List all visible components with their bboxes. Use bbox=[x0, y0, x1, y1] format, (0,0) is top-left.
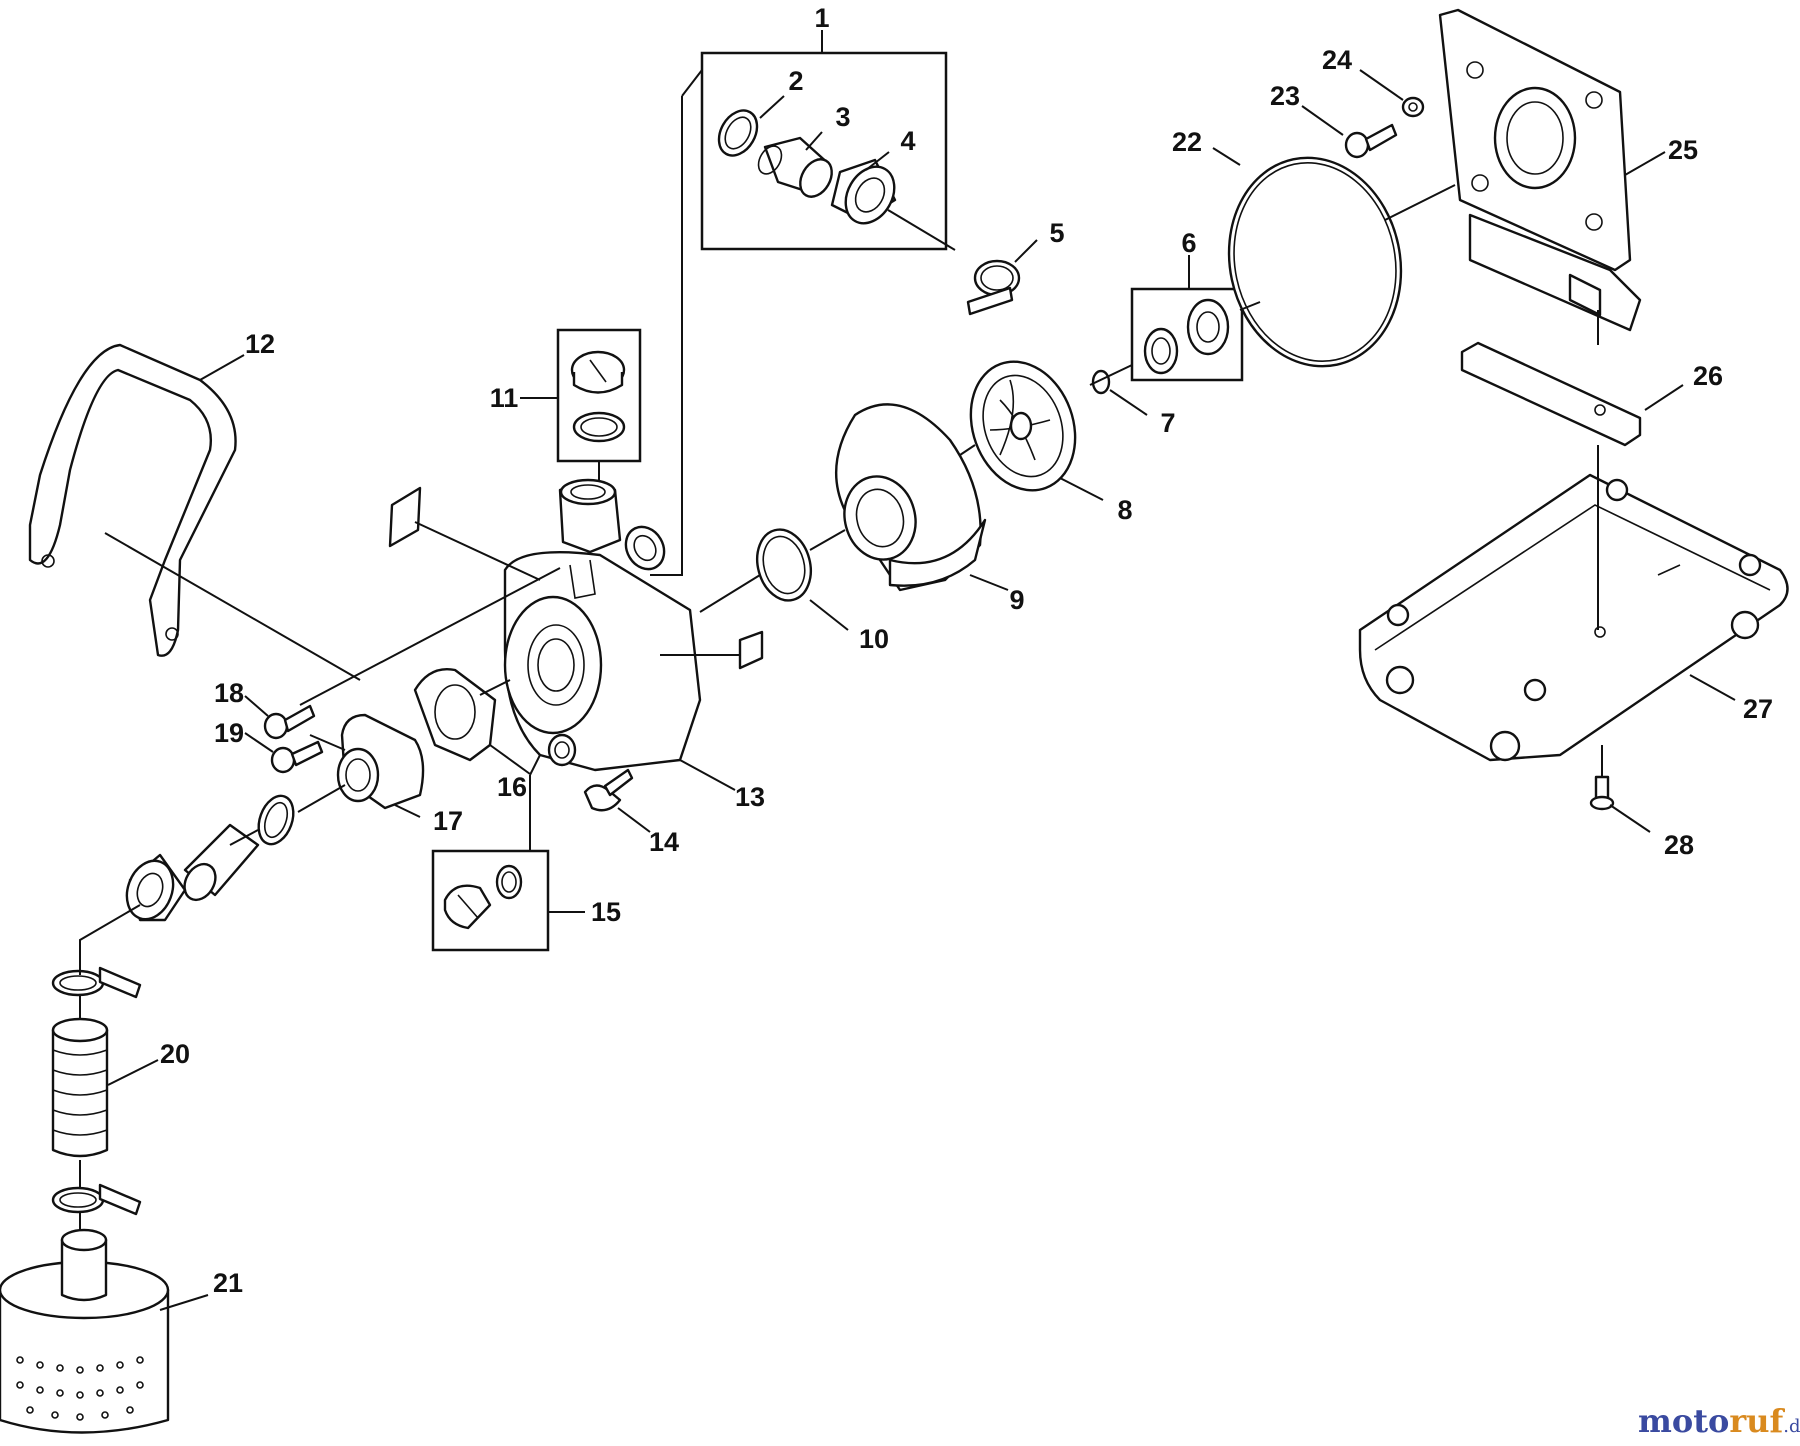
label-21: 21 bbox=[213, 1268, 243, 1298]
label-1: 1 bbox=[814, 3, 829, 33]
part-26-plate bbox=[1460, 341, 1642, 447]
watermark-suffix: .de bbox=[1783, 1416, 1800, 1437]
part-5-hose-clamp bbox=[966, 259, 1021, 316]
part-number-labels: 1 2 3 4 5 6 7 8 9 10 11 12 13 14 15 16 1… bbox=[160, 3, 1773, 1298]
part-12-carry-handle bbox=[28, 343, 237, 657]
label-22: 22 bbox=[1172, 127, 1202, 157]
watermark: motoruf.de bbox=[1638, 1402, 1800, 1440]
label-18: 18 bbox=[214, 678, 244, 708]
part-24-washer bbox=[1401, 96, 1425, 118]
label-25: 25 bbox=[1668, 135, 1698, 165]
suction-hose-clamp-upper bbox=[51, 966, 142, 999]
part-10-oring bbox=[756, 528, 812, 602]
part-11-filler-cap bbox=[570, 350, 626, 443]
part-7-ring bbox=[1091, 369, 1111, 395]
part-20-suction-hose bbox=[51, 1017, 109, 1158]
label-4: 4 bbox=[900, 126, 915, 156]
label-8: 8 bbox=[1117, 495, 1132, 525]
part-27-base-frame bbox=[1358, 473, 1789, 762]
part-28-screw bbox=[1589, 775, 1615, 811]
label-6: 6 bbox=[1181, 228, 1196, 258]
part-8-impeller bbox=[969, 360, 1077, 492]
part-19-bolt bbox=[270, 740, 324, 774]
part-6-mechanical-seal bbox=[1143, 298, 1230, 375]
part-17-suction-flange bbox=[336, 713, 425, 810]
label-24: 24 bbox=[1322, 45, 1352, 75]
label-13: 13 bbox=[735, 782, 765, 812]
label-20: 20 bbox=[160, 1039, 190, 1069]
label-7: 7 bbox=[1160, 408, 1175, 438]
part-21-strainer bbox=[0, 1228, 170, 1434]
label-11: 11 bbox=[490, 383, 519, 413]
part-23-bolt bbox=[1344, 123, 1398, 159]
label-19: 19 bbox=[214, 718, 244, 748]
label-17: 17 bbox=[433, 806, 463, 836]
label-23: 23 bbox=[1270, 81, 1300, 111]
part-2-oring bbox=[717, 109, 759, 157]
part-25-bracket bbox=[1438, 8, 1642, 332]
label-12: 12 bbox=[245, 329, 275, 359]
suction-union-nut bbox=[125, 853, 187, 922]
suction-hose-nipple bbox=[183, 823, 260, 902]
label-10: 10 bbox=[859, 624, 889, 654]
label-27: 27 bbox=[1743, 694, 1773, 724]
part-14-bolt bbox=[583, 768, 634, 812]
part-9-volute-case bbox=[834, 403, 987, 592]
suction-hose-clamp-lower bbox=[51, 1183, 142, 1216]
label-3: 3 bbox=[835, 102, 850, 132]
part-16-gasket bbox=[413, 668, 497, 762]
part-18-bolt bbox=[263, 704, 316, 740]
part-13-pump-casing bbox=[503, 478, 702, 772]
leader-lines bbox=[79, 30, 1736, 1311]
part-3-hose-nipple bbox=[757, 136, 833, 198]
label-2: 2 bbox=[788, 66, 803, 96]
label-plate-right bbox=[738, 630, 764, 670]
label-26: 26 bbox=[1693, 361, 1723, 391]
label-28: 28 bbox=[1664, 830, 1694, 860]
label-plate-left bbox=[388, 486, 422, 548]
part-4-union-nut bbox=[830, 158, 897, 225]
label-16: 16 bbox=[497, 772, 527, 802]
suction-oring bbox=[257, 794, 295, 846]
watermark-part1: moto bbox=[1638, 1402, 1729, 1440]
label-15: 15 bbox=[591, 897, 621, 927]
label-5: 5 bbox=[1049, 218, 1064, 248]
svg-text:motoruf.de: motoruf.de bbox=[1638, 1402, 1800, 1440]
part-15-drain-plug bbox=[443, 864, 523, 930]
label-14: 14 bbox=[649, 827, 679, 857]
watermark-part2: ruf bbox=[1729, 1402, 1785, 1440]
part-22-large-oring bbox=[1227, 156, 1403, 368]
label-9: 9 bbox=[1009, 585, 1024, 615]
